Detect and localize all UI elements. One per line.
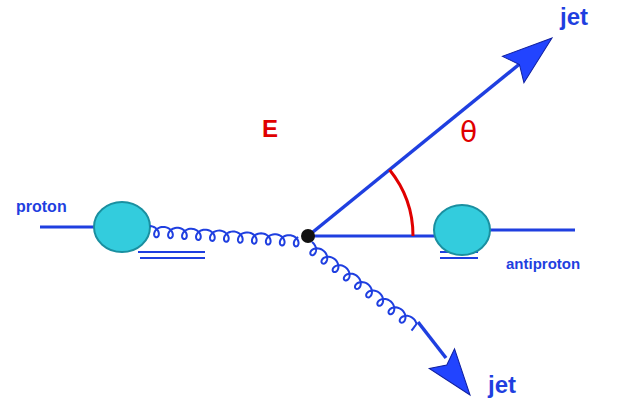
gluon: [310, 242, 416, 331]
proton-blob: [94, 202, 150, 252]
proton-label: proton: [16, 198, 67, 216]
jet-arrowhead: [429, 349, 482, 405]
antiproton-beam: [488, 229, 575, 232]
gluon: [150, 226, 299, 246]
jet-label: jet: [560, 4, 588, 30]
angle-label: θ: [460, 118, 477, 149]
vertex-dot: [301, 229, 315, 243]
antiproton-blob: [434, 205, 490, 255]
energy-label: E: [262, 116, 278, 142]
jet-line: [308, 62, 522, 236]
proton-beam: [40, 226, 96, 229]
jet-label: jet: [488, 372, 516, 398]
remnant-line: [138, 251, 205, 253]
jet-line: [418, 322, 446, 358]
remnant-line: [140, 257, 205, 259]
angle-arc: [390, 170, 414, 236]
antiproton-label: antiproton: [506, 256, 580, 273]
parton-line: [308, 235, 436, 238]
remnant-line: [440, 257, 478, 259]
jet-arrowhead: [502, 25, 562, 83]
